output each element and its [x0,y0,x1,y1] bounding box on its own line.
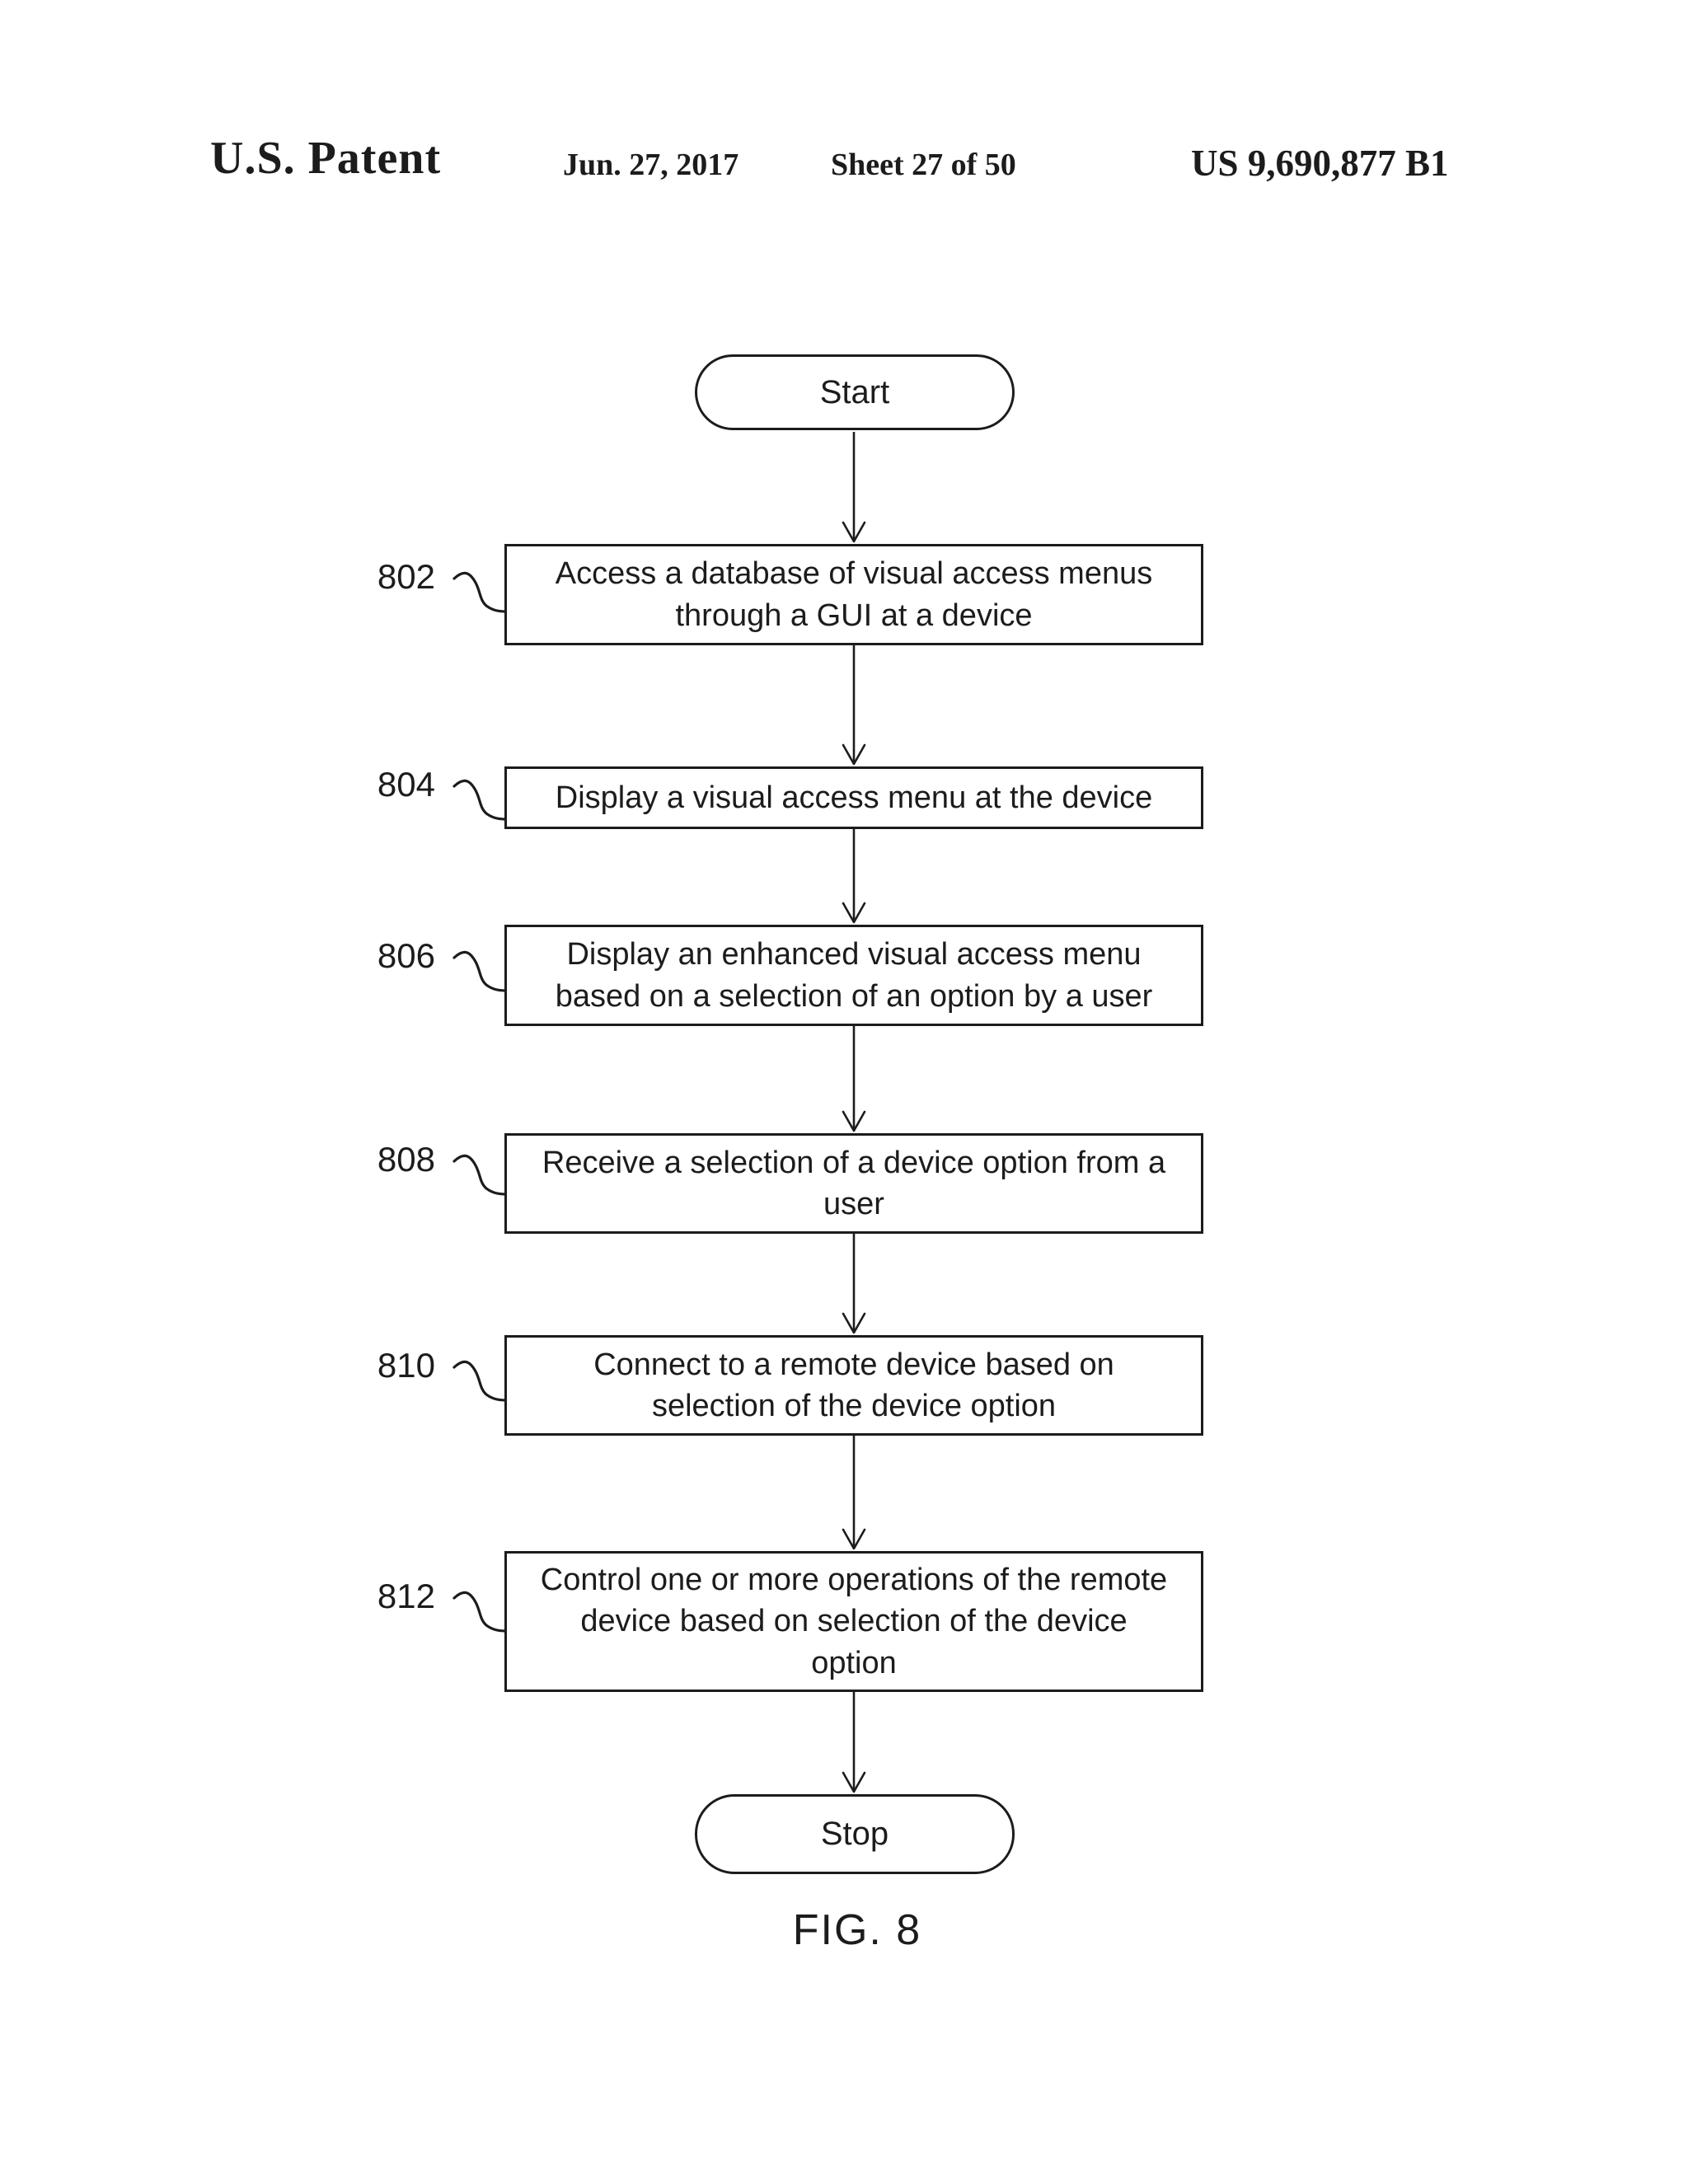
step-text-810: Connect to a remote device based on sele… [593,1347,1114,1423]
flow-arrow-5 [842,1234,866,1334]
flowchart-stop-terminal: Stop [695,1794,1015,1874]
flow-arrow-2 [842,645,866,766]
leader-line-802 [452,571,509,613]
start-label: Start [819,373,890,410]
patent-header-sheet: Sheet 27 of 50 [831,148,1016,182]
step-ref-808: 808 [377,1140,435,1179]
step-box-808: Receive a selection of a device option f… [504,1133,1203,1234]
figure-caption: FIG. 8 [792,1906,922,1954]
flowchart-start-terminal: Start [695,354,1015,430]
patent-header-number: US 9,690,877 B1 [1191,143,1449,184]
step-ref-810: 810 [377,1346,435,1385]
leader-line-806 [452,950,509,992]
step-box-812: Control one or more operations of the re… [504,1551,1203,1692]
step-text-806: Display an enhanced visual access menu b… [555,937,1153,1014]
step-ref-802: 802 [377,557,435,596]
patent-header-title: U.S. Patent [210,133,442,184]
flow-arrow-6 [842,1436,866,1550]
step-ref-806: 806 [377,936,435,975]
step-box-810: Connect to a remote device based on sele… [504,1335,1203,1436]
flow-arrow-1 [842,432,866,543]
step-ref-812: 812 [377,1577,435,1615]
step-ref-804: 804 [377,765,435,804]
step-box-802: Access a database of visual access menus… [504,544,1203,645]
step-text-804: Display a visual access menu at the devi… [555,780,1153,815]
patent-header-date: Jun. 27, 2017 [563,148,739,182]
leader-line-808 [452,1154,509,1196]
flow-arrow-7 [842,1692,866,1793]
leader-line-812 [452,1591,509,1633]
step-text-802: Access a database of visual access menus… [555,556,1153,633]
step-box-804: Display a visual access menu at the devi… [504,766,1203,829]
stop-label: Stop [820,1816,889,1852]
step-box-806: Display an enhanced visual access menu b… [504,925,1203,1026]
leader-line-804 [452,779,509,821]
leader-line-810 [452,1360,509,1402]
step-text-808: Receive a selection of a device option f… [542,1145,1166,1221]
flow-arrow-3 [842,829,866,924]
flow-arrow-4 [842,1026,866,1132]
step-text-812: Control one or more operations of the re… [540,1563,1168,1680]
